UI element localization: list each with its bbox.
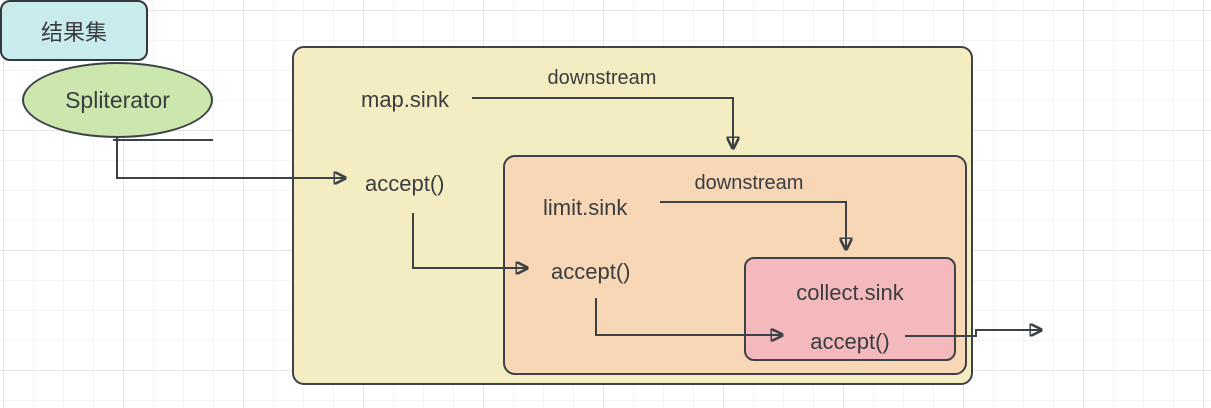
- limit-sink-box: limit.sink downstream accept() collect.s…: [503, 155, 967, 375]
- limit-accept-label: accept(): [551, 259, 631, 284]
- result-label: 结果集: [40, 19, 107, 45]
- map-accept-label: accept(): [365, 171, 445, 196]
- collect-accept-label: accept(): [810, 329, 890, 354]
- result-node: 结果集: [0, 0, 148, 61]
- map-downstream-label: downstream: [547, 67, 657, 89]
- spliterator-node: Spliterator: [22, 62, 213, 138]
- spliterator-label: Spliterator: [65, 86, 170, 113]
- limit-sink-label: limit.sink: [543, 195, 628, 220]
- collect-sink-label: collect.sink: [796, 280, 904, 305]
- map-sink-label: map.sink: [361, 87, 450, 112]
- map-sink-box: map.sink downstream accept() limit.sink …: [292, 46, 973, 385]
- collect-sink-box: collect.sink accept(): [744, 257, 956, 361]
- limit-downstream-label: downstream: [694, 172, 804, 194]
